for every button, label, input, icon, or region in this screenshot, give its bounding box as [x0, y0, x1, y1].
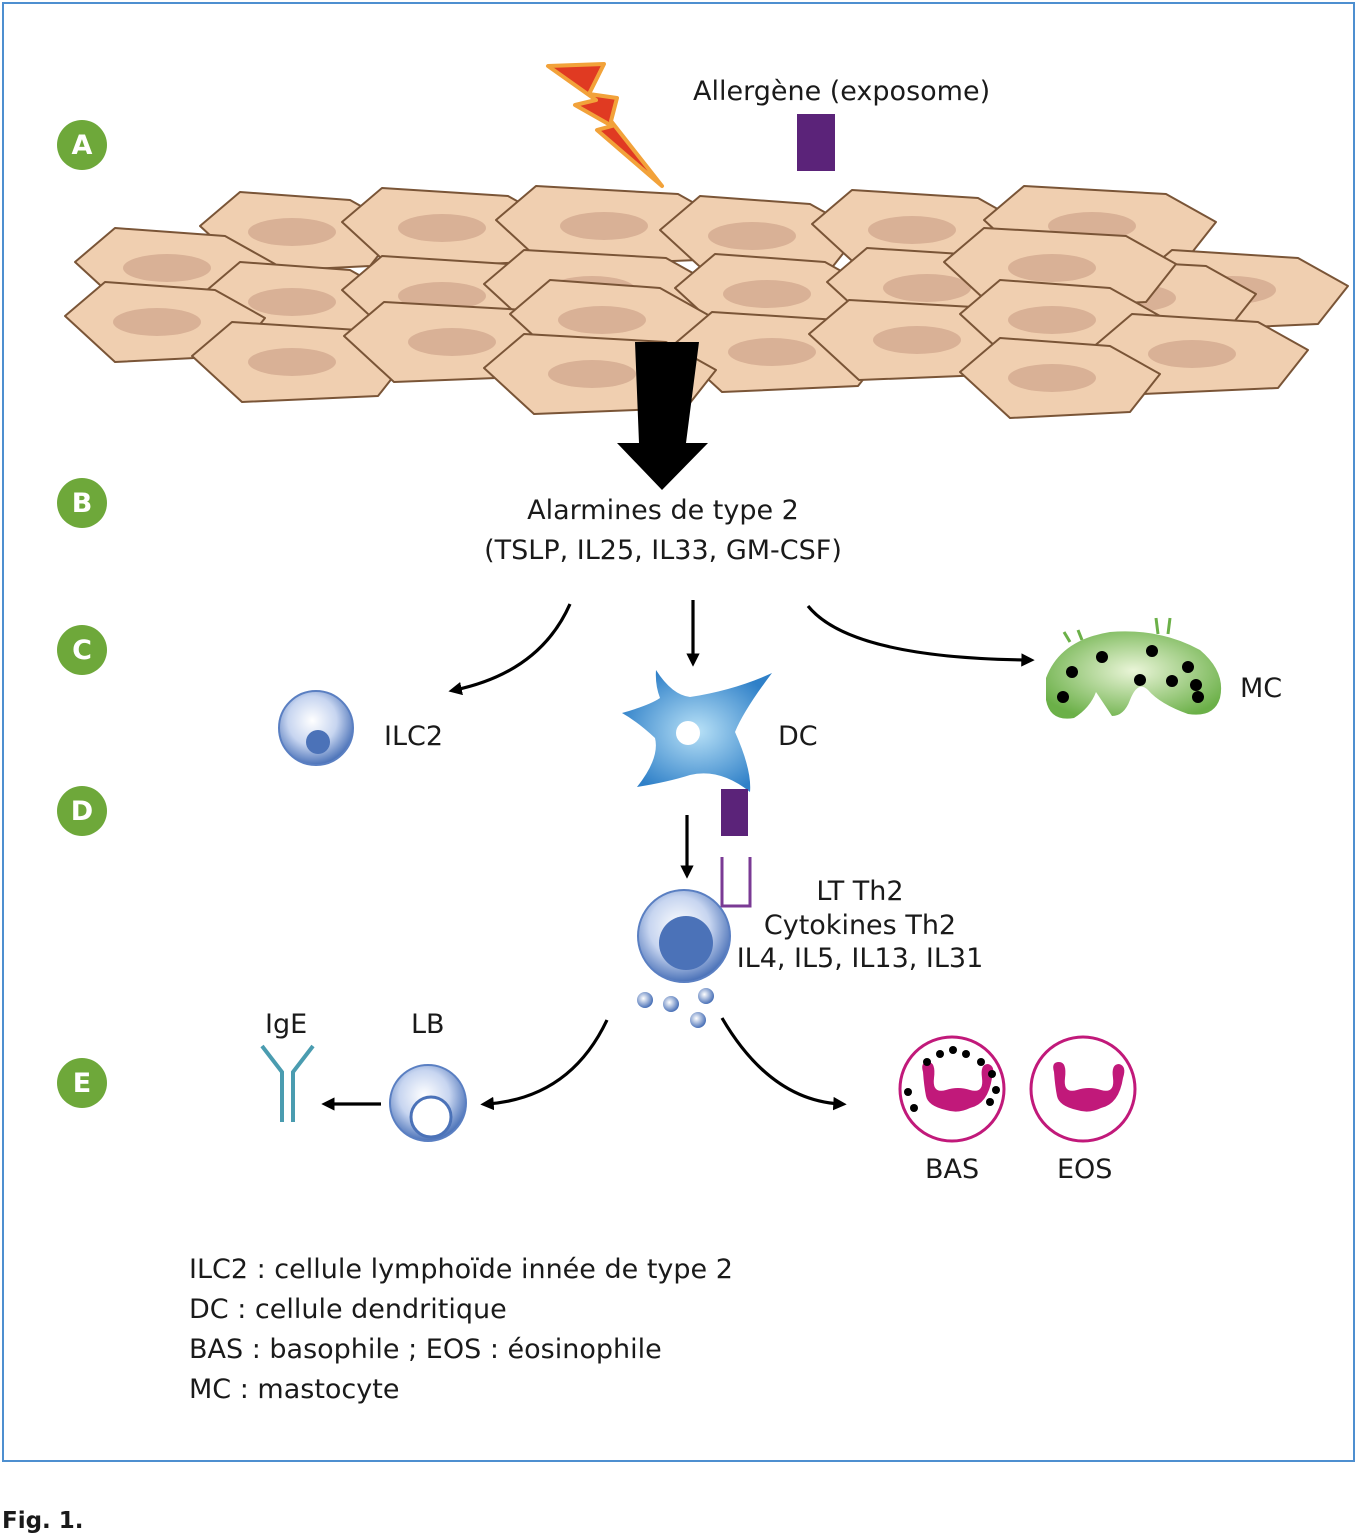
- step-badge-b: B: [57, 478, 107, 528]
- allergen-block: [797, 114, 835, 171]
- epithelial-nucleus: [560, 212, 648, 240]
- epithelial-nucleus: [723, 280, 811, 308]
- epithelial-nucleus: [1008, 254, 1096, 282]
- step-badge-e: E: [57, 1058, 107, 1108]
- lb-label: LB: [411, 1009, 445, 1040]
- epithelial-nucleus: [398, 214, 486, 242]
- alarmin-arrows: [321, 600, 1035, 1111]
- legend-line: BAS : basophile ; EOS : éosinophile: [189, 1334, 662, 1365]
- th2-interleukins-label: IL4, IL5, IL13, IL31: [736, 943, 984, 974]
- b-lymphocyte: [389, 1064, 467, 1142]
- epithelial-nucleus: [248, 288, 336, 316]
- th2-lymphocyte: [637, 889, 731, 983]
- epithelial-nucleus: [1008, 306, 1096, 334]
- step-badge-a: A: [57, 120, 107, 170]
- tcr-receptor: [720, 857, 752, 908]
- cytokine-dots: [637, 988, 714, 1028]
- epithelial-nucleus: [728, 338, 816, 366]
- mast-cell: [1046, 617, 1222, 719]
- ilc2-cell: [278, 690, 354, 766]
- dendritic-cell: [622, 670, 772, 792]
- step-badge-d: D: [57, 786, 107, 836]
- legend-line: ILC2 : cellule lymphoïde innée de type 2: [189, 1254, 733, 1285]
- epithelial-nucleus: [548, 360, 636, 388]
- dc-label: DC: [778, 721, 818, 752]
- bas-label: BAS: [925, 1154, 980, 1185]
- alarmins-list: (TSLP, IL25, IL33, GM-CSF): [484, 535, 842, 566]
- ige-label: IgE: [265, 1009, 308, 1040]
- alarmins-title: Alarmines de type 2: [527, 495, 799, 526]
- step-badge-c: C: [57, 625, 107, 675]
- epithelial-nucleus: [408, 328, 496, 356]
- ilc2-label: ILC2: [384, 721, 444, 752]
- mc-label: MC: [1240, 673, 1283, 704]
- th2-cytokines-label: Cytokines Th2: [763, 910, 957, 941]
- figure-caption: Fig. 1.: [2, 1508, 84, 1534]
- epithelial-nucleus: [398, 282, 486, 310]
- epithelial-nucleus: [113, 308, 201, 336]
- epithelial-nucleus: [873, 326, 961, 354]
- figure-frame: [2, 2, 1355, 1462]
- danger-bolt-icon: [546, 62, 664, 188]
- epithelial-nucleus: [558, 306, 646, 334]
- presented-allergen: [721, 789, 748, 836]
- legend-line: MC : mastocyte: [189, 1374, 400, 1405]
- epithelium-layer: [64, 185, 1349, 419]
- epithelial-nucleus: [248, 348, 336, 376]
- epithelial-nucleus: [1148, 340, 1236, 368]
- epithelial-nucleus: [883, 274, 971, 302]
- abbreviation-legend: ILC2 : cellule lymphoïde innée de type 2…: [189, 1250, 733, 1410]
- basophil-cell: [898, 1035, 1006, 1143]
- ige-antibody: [260, 1044, 315, 1122]
- eosinophil-cell: [1029, 1035, 1137, 1143]
- th2-label: LT Th2: [816, 876, 904, 907]
- allergen-label: Allergène (exposome): [693, 76, 991, 107]
- eos-label: EOS: [1057, 1154, 1113, 1185]
- legend-line: DC : cellule dendritique: [189, 1294, 507, 1325]
- epithelial-nucleus: [1008, 364, 1096, 392]
- large-down-arrow: [617, 342, 708, 490]
- epithelial-nucleus: [248, 218, 336, 246]
- epithelial-nucleus: [123, 254, 211, 282]
- epithelial-nucleus: [708, 222, 796, 250]
- epithelial-nucleus: [868, 216, 956, 244]
